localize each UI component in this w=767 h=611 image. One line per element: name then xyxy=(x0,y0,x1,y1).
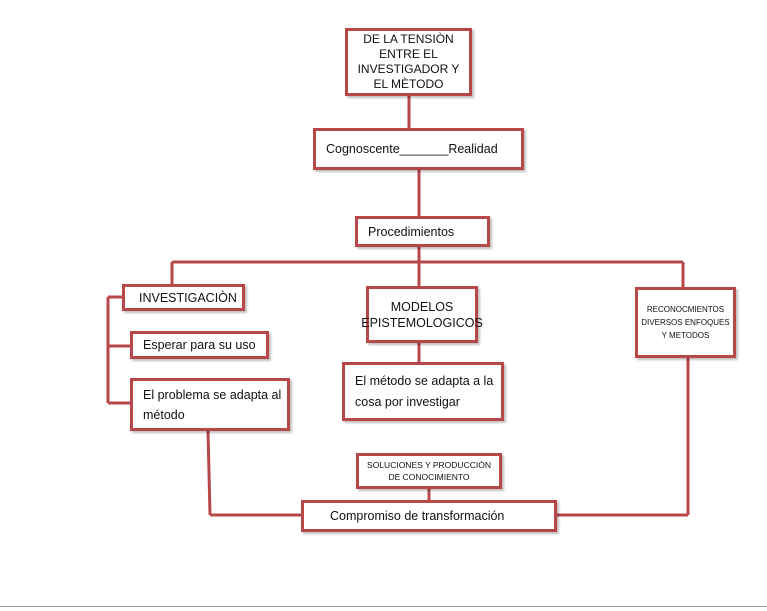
metodo-cosa-node: El método se adapta a la cosa por invest… xyxy=(342,362,504,421)
title-node: DE LA TENSIÒN ENTRE EL INVESTIGADOR Y EL… xyxy=(345,28,472,96)
modelos-epistemologicos-node: MODELOS EPISTEMOLOGICOS xyxy=(361,286,483,343)
connector-problema-compromiso-v xyxy=(206,429,212,516)
soluciones-conocimiento-node: SOLUCIONES Y PRODUCCIÒN DE CONOCIMIENTO xyxy=(356,453,502,489)
esperar-uso-node: Esperar para su uso xyxy=(130,331,269,359)
cognoscente-realidad-node: Cognoscente_______Realidad xyxy=(313,128,524,170)
procedimientos-node: Procedimientos xyxy=(355,216,490,247)
bottom-divider xyxy=(0,606,767,607)
problema-metodo-node: El problema se adapta al método xyxy=(130,378,290,431)
compromiso-transformacion-node: Compromiso de transformación xyxy=(301,500,557,532)
reconocimientos-node: RECONOCMIENTOS DIVERSOS ENFOQUES Y METOD… xyxy=(635,287,736,358)
investigacion-node: INVESTIGACIÒN xyxy=(122,284,245,311)
